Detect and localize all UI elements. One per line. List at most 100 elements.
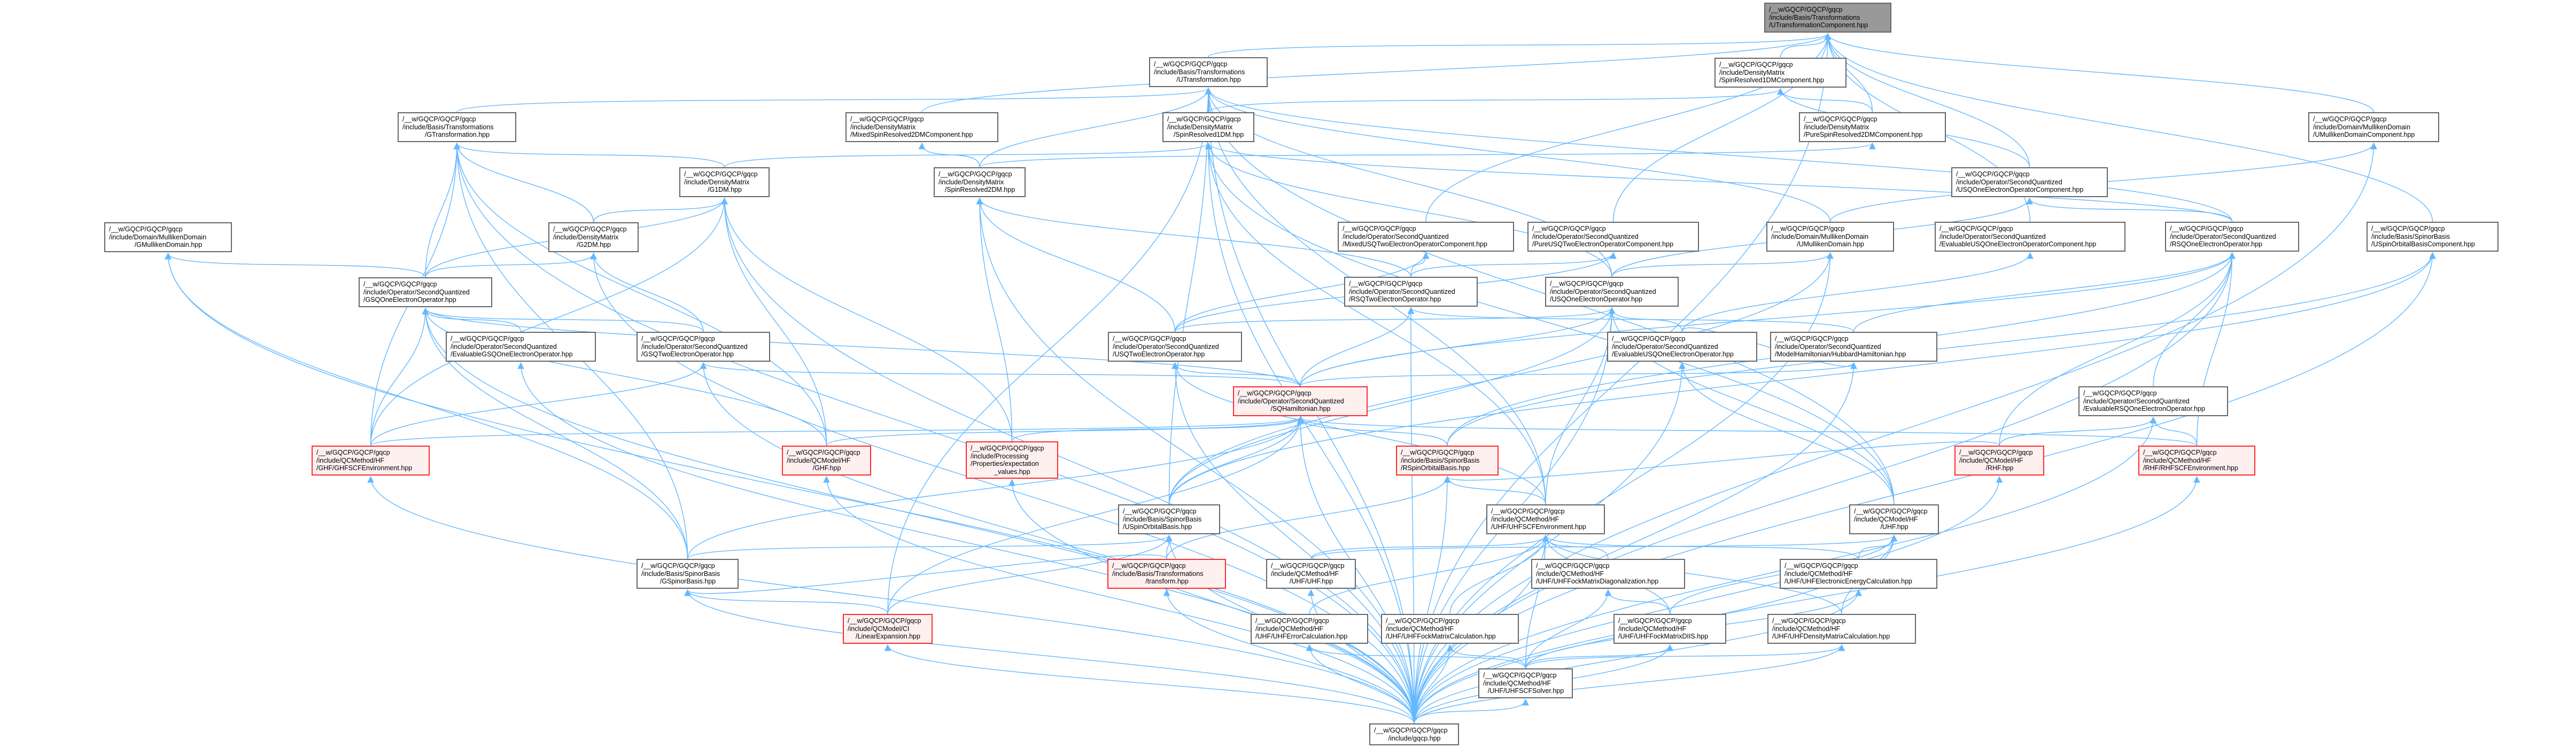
node-label-line: /include/Basis/Transformations — [402, 123, 494, 131]
file-node-umd[interactable]: /__w/GQCP/GQCP/gqcp/include/Domain/Mulli… — [1766, 222, 1894, 252]
node-label-line: /GSpinorBasis.hpp — [659, 578, 716, 585]
edge-uhfsolver-to-uhfdiis — [1525, 644, 1673, 669]
edge-linexp-to-ut — [887, 87, 1212, 614]
file-node-usobc[interactable]: /__w/GQCP/GQCP/gqcp/include/Basis/Spinor… — [2366, 222, 2499, 252]
edge-uhfsolver-to-uhfscf — [1525, 534, 1549, 669]
edge-ersq1-to-rsq1 — [2153, 252, 2236, 387]
file-node-rsq2[interactable]: /__w/GQCP/GQCP/gqcp/include/Operator/Sec… — [1344, 277, 1478, 307]
node-label-line: /include/Basis/SpinorBasis — [1123, 515, 1202, 523]
node-label-line: /G2DM.hpp — [577, 241, 611, 248]
file-node-uhffmc[interactable]: /__w/GQCP/GQCP/gqcp/include/QCMethod/HF/… — [1381, 614, 1519, 644]
edge-gqcp-to-usobc — [1414, 252, 2436, 724]
node-label-line: /Properties/expectation — [971, 460, 1039, 467]
edge-gqcp-to-gsq2 — [700, 362, 1415, 724]
file-node-gsb[interactable]: /__w/GQCP/GQCP/gqcp/include/Basis/Spinor… — [637, 559, 739, 589]
node-label-line: /include/QCModel/CI — [848, 625, 910, 633]
node-label-line: /__w/GQCP/GQCP/gqcp — [641, 562, 715, 570]
file-node-hubbard[interactable]: /__w/GQCP/GQCP/gqcp/include/Operator/Sec… — [1770, 332, 1937, 362]
node-label-line: /SQHamiltonian.hpp — [1270, 405, 1331, 412]
file-node-sr2dm[interactable]: /__w/GQCP/GQCP/gqcp/include/DensityMatri… — [934, 167, 1026, 197]
node-label-line: /include/Operator/SecondQuantized — [1113, 342, 1219, 350]
file-node-ghf[interactable]: /__w/GQCP/GQCP/gqcp/include/QCModel/HF/G… — [782, 446, 871, 476]
file-node-g1dm[interactable]: /__w/GQCP/GQCP/gqcp/include/DensityMatri… — [679, 167, 770, 197]
file-node-ut[interactable]: /__w/GQCP/GQCP/gqcp/include/Basis/Transf… — [1149, 57, 1268, 87]
file-node-eusq1c[interactable]: /__w/GQCP/GQCP/gqcp/include/Operator/Sec… — [1935, 222, 2125, 252]
node-label-line: /__w/GQCP/GQCP/gqcp — [1772, 617, 1846, 625]
edge-usob-to-sqham — [1168, 416, 1304, 505]
file-node-uhfscf[interactable]: /__w/GQCP/GQCP/gqcp/include/QCMethod/HF/… — [1486, 504, 1605, 534]
node-label-line: /SpinResolved1DMComponent.hpp — [1719, 76, 1824, 84]
file-node-uhf[interactable]: /__w/GQCP/GQCP/gqcp/include/QCMethod/HF/… — [1266, 559, 1356, 589]
file-node-sqham[interactable]: /__w/GQCP/GQCP/gqcp/include/Operator/Sec… — [1233, 386, 1368, 416]
node-label-line: /__w/GQCP/GQCP/gqcp — [1113, 335, 1186, 342]
file-node-rhf[interactable]: /__w/GQCP/GQCP/gqcp/include/QCModel/HF/R… — [1954, 446, 2044, 476]
file-node-usob[interactable]: /__w/GQCP/GQCP/gqcp/include/Basis/Spinor… — [1118, 504, 1220, 534]
file-node-uhfdiis[interactable]: /__w/GQCP/GQCP/gqcp/include/QCMethod/HF/… — [1613, 614, 1726, 644]
file-node-psr2dmc[interactable]: /__w/GQCP/GQCP/gqcp/include/DensityMatri… — [1799, 112, 1946, 142]
file-node-sr1dmc[interactable]: /__w/GQCP/GQCP/gqcp/include/DensityMatri… — [1714, 58, 1846, 88]
file-node-rsq1[interactable]: /__w/GQCP/GQCP/gqcp/include/Operator/Sec… — [2165, 222, 2299, 252]
file-node-ghfscf[interactable]: /__w/GQCP/GQCP/gqcp/include/QCMethod/HF/… — [312, 446, 430, 476]
file-node-usq1[interactable]: /__w/GQCP/GQCP/gqcp/include/Operator/Sec… — [1545, 277, 1679, 307]
node-label-line: /include/DensityMatrix — [1804, 123, 1869, 131]
file-node-uhfeec[interactable]: /__w/GQCP/GQCP/gqcp/include/QCMethod/HF/… — [1780, 559, 1937, 589]
node-label-line: /UHF/UHFFockMatrixCalculation.hpp — [1386, 633, 1496, 640]
file-node-gsq2[interactable]: /__w/GQCP/GQCP/gqcp/include/Operator/Sec… — [637, 332, 770, 362]
node-label-line: /UHF/UHF.hpp — [1289, 578, 1333, 585]
node-label-line: /UHF/UHFSCFEnvironment.hpp — [1491, 523, 1586, 531]
file-node-musq2c[interactable]: /__w/GQCP/GQCP/gqcp/include/Operator/Sec… — [1338, 222, 1514, 252]
file-node-gt[interactable]: /__w/GQCP/GQCP/gqcp/include/Basis/Transf… — [398, 112, 516, 142]
file-node-uhfmodel[interactable]: /__w/GQCP/GQCP/gqcp/include/QCModel/HF/U… — [1849, 504, 1939, 534]
edge-sqham-to-gsq1 — [422, 307, 1301, 387]
file-node-rsob[interactable]: /__w/GQCP/GQCP/gqcp/include/Basis/Spinor… — [1396, 446, 1499, 476]
file-node-uhffmd[interactable]: /__w/GQCP/GQCP/gqcp/include/QCMethod/HF/… — [1531, 559, 1685, 589]
file-node-sr1dm[interactable]: /__w/GQCP/GQCP/gqcp/include/DensityMatri… — [1162, 112, 1254, 142]
file-node-utc[interactable]: /__w/GQCP/GQCP/gqcp/include/Basis/Transf… — [1764, 3, 1891, 33]
file-node-uhfec[interactable]: /__w/GQCP/GQCP/gqcp/include/QCMethod/HF/… — [1251, 614, 1368, 644]
node-label-line: /__w/GQCP/GQCP/gqcp — [2313, 115, 2387, 123]
node-label-line: /__w/GQCP/GQCP/gqcp — [1784, 562, 1858, 570]
edge-gqcp-to-gmd — [165, 252, 1415, 724]
edge-ut-to-utc — [1208, 33, 1831, 58]
file-node-transform[interactable]: /__w/GQCP/GQCP/gqcp/include/Basis/Transf… — [1107, 559, 1226, 589]
file-node-linexp[interactable]: /__w/GQCP/GQCP/gqcp/include/QCModel/CI/L… — [843, 614, 933, 644]
file-node-expval[interactable]: /__w/GQCP/GQCP/gqcp/include/Processing/P… — [966, 441, 1058, 479]
file-node-pusq2c[interactable]: /__w/GQCP/GQCP/gqcp/include/Operator/Sec… — [1527, 222, 1699, 252]
node-label-line: /RSQTwoElectronOperator.hpp — [1349, 295, 1441, 303]
edge-ghfscf-to-g1dm — [370, 197, 728, 446]
node-label-line: /__w/GQCP/GQCP/gqcp — [1123, 508, 1197, 515]
node-label-line: /include/Basis/Transformations — [1154, 68, 1245, 76]
node-label-line: /include/DensityMatrix — [1167, 123, 1233, 131]
node-label-line: /__w/GQCP/GQCP/gqcp — [2371, 225, 2445, 232]
file-node-usq2[interactable]: /__w/GQCP/GQCP/gqcp/include/Operator/Sec… — [1108, 332, 1242, 362]
file-node-usq1c[interactable]: /__w/GQCP/GQCP/gqcp/include/Operator/Sec… — [1951, 167, 2108, 197]
file-node-eusq1[interactable]: /__w/GQCP/GQCP/gqcp/include/Operator/Sec… — [1607, 332, 1757, 362]
edge-usob-to-usobc — [1168, 252, 2436, 505]
file-node-rhfscf[interactable]: /__w/GQCP/GQCP/gqcp/include/QCMethod/HF/… — [2138, 446, 2255, 476]
file-node-g2dm[interactable]: /__w/GQCP/GQCP/gqcp/include/DensityMatri… — [548, 222, 639, 252]
edge-expval-to-sr2dm — [976, 197, 1013, 442]
node-label-line: /GTransformation.hpp — [424, 131, 490, 138]
file-node-gsq1[interactable]: /__w/GQCP/GQCP/gqcp/include/Operator/Sec… — [359, 277, 492, 307]
file-node-egsq1[interactable]: /__w/GQCP/GQCP/gqcp/include/Operator/Sec… — [446, 332, 596, 362]
edge-rsq1-to-ut — [1205, 87, 2233, 222]
file-node-gqcp[interactable]: /__w/GQCP/GQCP/gqcp/include/gqcp.hpp — [1369, 723, 1459, 745]
node-label-line: /__w/GQCP/GQCP/gqcp — [1775, 335, 1849, 342]
edge-g1dm-to-sr1dm — [724, 142, 1212, 168]
file-node-uhfsolver[interactable]: /__w/GQCP/GQCP/gqcp/include/QCMethod/HF/… — [1478, 668, 1573, 698]
file-node-gmd[interactable]: /__w/GQCP/GQCP/gqcp/include/Domain/Mulli… — [104, 222, 232, 252]
node-label-line: /UMullikenDomain.hpp — [1797, 240, 1864, 248]
edge-eusq1-to-hubbard — [1681, 327, 1857, 369]
node-label-line: /include/DensityMatrix — [684, 178, 750, 186]
edge-sr1dm-to-sr1dmc — [1208, 88, 1784, 113]
file-node-ersq1[interactable]: /__w/GQCP/GQCP/gqcp/include/Operator/Sec… — [2078, 386, 2228, 416]
file-node-msr2dmc[interactable]: /__w/GQCP/GQCP/gqcp/include/DensityMatri… — [845, 112, 998, 142]
edge-rhf-to-ersq1 — [1999, 416, 2157, 446]
node-label-line: /include/QCMethod/HF — [2143, 456, 2212, 464]
node-label-line: /include/Basis/SpinorBasis — [1401, 456, 1480, 464]
file-node-umdc[interactable]: /__w/GQCP/GQCP/gqcp/include/Domain/Mulli… — [2308, 112, 2439, 142]
node-label-line: /include/Operator/SecondQuantized — [2083, 397, 2190, 405]
file-node-uhfdmc[interactable]: /__w/GQCP/GQCP/gqcp/include/QCMethod/HF/… — [1767, 614, 1916, 644]
node-label-line: /UTransformationComponent.hpp — [1769, 21, 1868, 29]
edge-egsq1-to-gsq1 — [422, 307, 522, 332]
